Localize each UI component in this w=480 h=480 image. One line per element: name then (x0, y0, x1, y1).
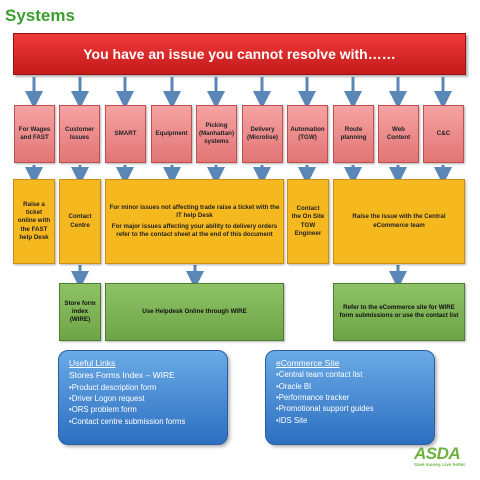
issue-delivery: Delivery (Microlise) (242, 105, 283, 163)
action-tgw-engineer: Contact the On Site TGW Engineer (287, 179, 329, 264)
issue-c-and-c: C&C (423, 105, 464, 163)
issue-picking: Picking (Manhattan) systems (196, 105, 237, 163)
action-it-help-desk: For minor issues not affecting trade rai… (105, 179, 284, 264)
asda-tagline: Save money. Live better. (414, 462, 467, 467)
asda-logo: ASDA Save money. Live better. (414, 444, 474, 474)
useful-links-panel: Useful Links Stores Forms Index – WIRE •… (58, 350, 228, 445)
result-helpdesk-wire: Use Helpdesk Online through WIRE (105, 283, 284, 341)
page-title: Systems (5, 6, 75, 25)
issue-customer: Customer Issues (59, 105, 100, 163)
ecommerce-link-item[interactable]: •Performance tracker (276, 392, 350, 402)
issue-automation: Automation (TGW) (287, 105, 328, 163)
ecommerce-links-panel: eCommerce Site •Central team contact lis… (265, 350, 435, 445)
issue-smart: SMART (105, 105, 146, 163)
result-ecommerce-site: Refer to the eCommerce site for WIRE for… (333, 283, 465, 341)
ecommerce-site-heading[interactable]: eCommerce Site (276, 358, 340, 368)
issue-web-content: Web Content (378, 105, 419, 163)
issue-banner: You have an issue you cannot resolve wit… (13, 33, 466, 75)
useful-links-heading[interactable]: Useful Links (69, 358, 116, 368)
issue-route-planning: Route planning (333, 105, 374, 163)
ecommerce-link-item[interactable]: •IDS Site (276, 415, 308, 425)
stores-forms-index-link[interactable]: Stores Forms Index – WIRE (69, 370, 175, 381)
asda-logo-text: ASDA (414, 444, 461, 463)
it-minor-text: For minor issues not affecting trade rai… (109, 204, 280, 220)
issue-wages-fast: For Wages and FAST (14, 105, 55, 163)
useful-link-item[interactable]: •ORS problem form (69, 405, 137, 415)
action-contact-centre: Contact Centre (59, 179, 101, 264)
useful-link-item[interactable]: •Contact centre submission forms (69, 416, 186, 426)
issue-equipment: Equipment (151, 105, 192, 163)
useful-link-item[interactable]: •Driver Logon request (69, 393, 145, 403)
result-store-form-index: Store form index (WIRE) (59, 283, 101, 341)
action-fast-help-desk: Raise a ticket online with the FAST help… (13, 179, 55, 264)
it-major-text: For major issues affecting your ability … (111, 222, 278, 238)
ecommerce-link-item[interactable]: •Central team contact list (276, 370, 363, 380)
useful-link-item[interactable]: •Product description form (69, 382, 157, 392)
ecommerce-link-item[interactable]: •Oracle BI (276, 381, 312, 391)
ecommerce-link-item[interactable]: •Promotional support guides (276, 404, 374, 414)
action-ecommerce-team: Raise the issue with the Central eCommer… (333, 179, 465, 264)
